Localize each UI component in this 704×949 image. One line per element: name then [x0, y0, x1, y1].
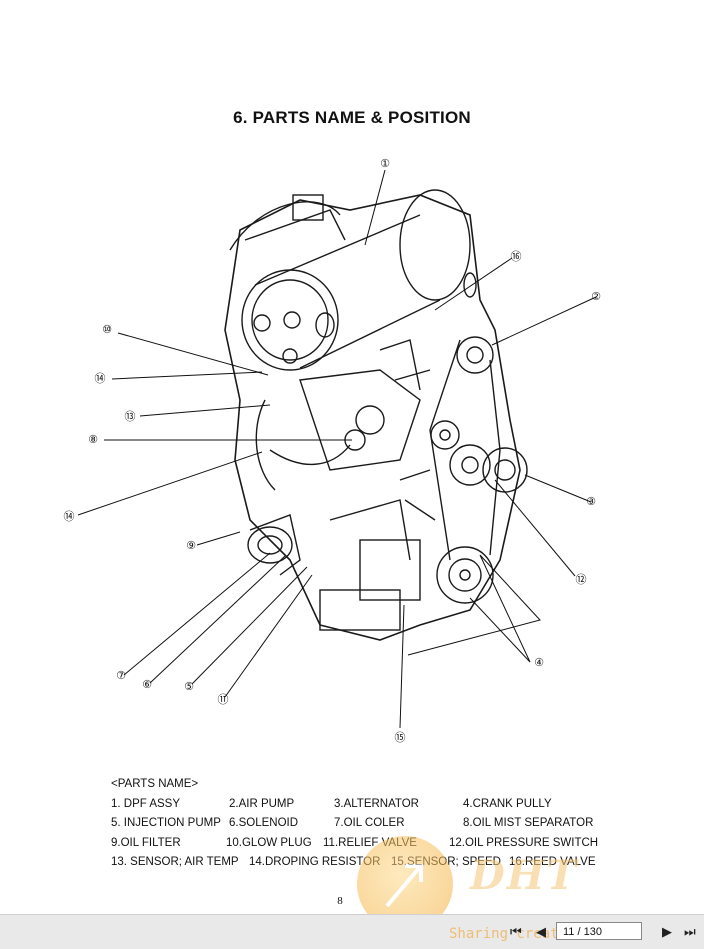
parts-row: 1. DPF ASSY 2.AIR PUMP 3.ALTERNATOR 4.CR…	[111, 795, 552, 815]
callout-10: ⑩	[102, 323, 112, 336]
callout-2: ②	[591, 290, 601, 303]
parts-row: 5. INJECTION PUMP 6.SOLENOID 7.OIL COLER…	[111, 814, 593, 834]
part-item: 8.OIL MIST SEPARATOR	[463, 817, 594, 829]
arrow-icon	[385, 864, 423, 908]
part-item: 13. SENSOR; AIR TEMP	[111, 856, 239, 868]
callout-9: ⑨	[186, 539, 196, 552]
part-item: 2.AIR PUMP	[229, 797, 295, 810]
page-title: 6. PARTS NAME & POSITION	[233, 108, 471, 127]
parts-row: 9.OIL FILTER 10.GLOW PLUG 11.RELIEF VALV…	[111, 834, 598, 854]
parts-header: <PARTS NAME>	[111, 778, 199, 790]
callout-11: ⑪	[218, 693, 229, 706]
part-item: 10.GLOW PLUG	[226, 836, 312, 849]
parts-row: 13. SENSOR; AIR TEMP 14.DROPING RESISTOR…	[111, 853, 596, 873]
part-item: 6.SOLENOID	[229, 817, 299, 829]
first-page-icon[interactable]: ⏮	[510, 924, 522, 939]
part-item: 12.OIL PRESSURE SWITCH	[449, 836, 599, 849]
callout-12: ⑫	[576, 573, 587, 586]
callout-15: ⑮	[395, 731, 406, 744]
parts-name-list: <PARTS NAME> 1. DPF ASSY 2.AIR PUMP 3.AL…	[111, 775, 598, 873]
callout-16: ⑯	[511, 250, 522, 263]
part-item: 3.ALTERNATOR	[334, 797, 419, 810]
part-item: 7.OIL COLER	[334, 817, 405, 829]
part-item: 5. INJECTION PUMP	[111, 817, 221, 829]
callout-8: ⑧	[88, 433, 98, 446]
callout-13: ⑬	[125, 410, 136, 423]
watermark-logo: DHT	[470, 852, 579, 899]
page-indicator-input[interactable]: 11 / 130	[556, 922, 642, 940]
callout-7: ⑦	[116, 669, 126, 682]
prev-page-icon[interactable]: ◀	[536, 924, 546, 939]
callout-14a: ⑭	[95, 372, 106, 385]
callout-1: ①	[380, 157, 390, 170]
callout-3: ③	[586, 495, 596, 508]
part-item: 1. DPF ASSY	[111, 797, 181, 810]
part-item: 14.DROPING RESISTOR	[249, 856, 381, 868]
last-page-icon[interactable]: ⏭	[684, 924, 696, 939]
page-number: 8	[337, 895, 343, 907]
part-item: 16.REED VALVE	[509, 856, 596, 868]
callout-4: ④	[534, 656, 544, 669]
callout-5: ⑤	[184, 680, 194, 693]
part-item: 4.CRANK PULLY	[463, 797, 552, 810]
callout-14b: ⑭	[64, 510, 75, 523]
callout-6: ⑥	[142, 678, 152, 691]
part-item: 9.OIL FILTER	[111, 836, 181, 849]
next-page-icon[interactable]: ▶	[662, 924, 672, 939]
